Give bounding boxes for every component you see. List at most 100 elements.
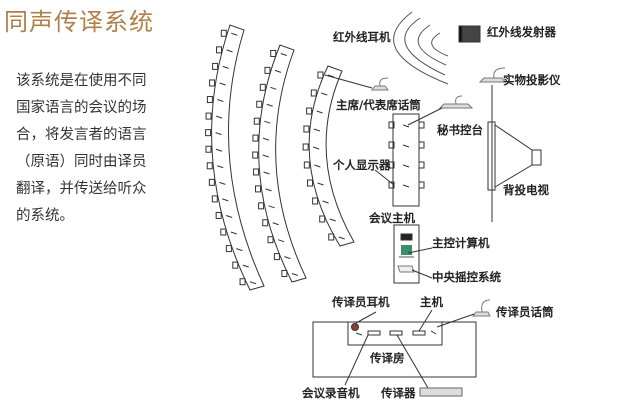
headphone-seat-icon <box>225 245 232 253</box>
page-title: 同声传译系统 <box>4 8 154 36</box>
headphone-seat-icon <box>312 197 319 205</box>
headphone-seat-icon <box>273 253 280 261</box>
label-central-control: 中央摇控系统 <box>432 270 501 284</box>
personal-display-icon <box>222 65 229 69</box>
rear-tv-screen <box>487 121 496 191</box>
headphone-seat-icon <box>205 112 212 120</box>
personal-display-icon <box>402 124 410 128</box>
personal-display-icon <box>231 32 238 36</box>
personal-display-icon <box>402 144 410 148</box>
personal-display-icon <box>322 200 329 204</box>
headphone-seat-icon <box>418 181 425 189</box>
personal-display-icon <box>264 120 271 124</box>
headphone-seat-icon <box>220 29 227 37</box>
headphone-seat-icon <box>303 125 310 133</box>
personal-display-icon <box>284 256 291 260</box>
personal-display-icon <box>219 82 226 86</box>
personal-display-icon <box>217 99 224 103</box>
personal-display-icon <box>402 184 410 188</box>
personal-display-icon <box>236 248 243 252</box>
headphone-seat-icon <box>232 261 239 269</box>
description-text: 该系统是在使用不同国家语言的会议的场合，将发言者的语言（原语）同时由译员翻译，并… <box>16 73 147 224</box>
headphone-seat-icon <box>418 121 425 129</box>
headphone-seat-icon <box>205 145 212 153</box>
interpreter-headphone-icon <box>351 323 359 331</box>
label-ir-headphones: 红外线耳机 <box>333 30 391 44</box>
personal-display-icon <box>329 218 336 222</box>
personal-display-icon <box>312 146 320 150</box>
chair-mic-icon <box>371 77 389 91</box>
headphone-seat-icon <box>310 89 317 97</box>
headphone-seat-icon <box>211 195 218 203</box>
headphone-seat-icon <box>388 121 395 129</box>
personal-display-icon <box>291 273 299 277</box>
personal-display-icon <box>277 239 285 243</box>
personal-display-icon <box>317 182 324 186</box>
personal-display-icon <box>266 103 273 107</box>
personal-display-icon <box>226 49 233 53</box>
label-main-pc: 主控计算机 <box>432 236 490 250</box>
headphone-seat-icon <box>267 236 274 244</box>
headphone-seat-icon <box>206 162 213 170</box>
personal-display-icon <box>222 198 229 202</box>
personal-display-icon <box>217 165 224 169</box>
label-host: 主机 <box>420 295 443 309</box>
personal-display-icon <box>402 164 410 168</box>
personal-display-icon <box>280 52 287 56</box>
headphone-seat-icon <box>264 66 271 74</box>
headphone-seat-icon <box>205 129 212 137</box>
label-personal-display: 个人显示器 <box>333 158 391 172</box>
headphone-seat-icon <box>255 185 262 193</box>
interpreter-mic-icon <box>472 299 491 317</box>
label-visualizer: 实物投影仪 <box>503 73 561 87</box>
seating-row-strip <box>308 65 355 247</box>
personal-display-icon <box>230 231 237 235</box>
personal-display-icon <box>327 74 335 78</box>
headphone-seat-icon <box>259 83 266 91</box>
personal-display-icon <box>265 188 272 192</box>
headphone-seat-icon <box>252 134 259 142</box>
label-rear-tv: 背投电视 <box>503 183 549 197</box>
headphone-seat-icon <box>253 117 260 125</box>
headphone-seat-icon <box>220 228 227 236</box>
ir-waves-icon <box>393 11 449 85</box>
label-secretary: 秘书控台 <box>437 123 483 137</box>
headphone-seat-icon <box>317 71 324 79</box>
headphone-seat-icon <box>212 62 219 70</box>
headphone-seat-icon <box>302 143 309 151</box>
headphone-seat-icon <box>239 278 246 286</box>
seating-row-strip <box>258 44 307 283</box>
personal-display-icon <box>249 281 257 285</box>
headphone-seat-icon <box>208 178 215 186</box>
headphone-seat-icon <box>262 219 269 227</box>
personal-display-icon <box>263 171 270 175</box>
label-interpreter-mic: 传译员话筒 <box>496 305 554 319</box>
personal-display-icon <box>215 148 223 152</box>
personal-display-icon <box>262 154 269 158</box>
personal-display-icon <box>316 110 323 114</box>
headphone-seat-icon <box>418 161 425 169</box>
personal-display-icon <box>272 222 279 226</box>
headphone-seat-icon <box>206 96 213 104</box>
label-booth: 传译房 <box>370 351 405 365</box>
personal-display-icon <box>242 264 249 268</box>
conference-host <box>393 224 420 284</box>
headphone-seat-icon <box>209 79 216 87</box>
headphone-seat-icon <box>258 202 265 210</box>
headphone-seat-icon <box>388 161 395 169</box>
secretary-mic-icon <box>438 95 474 109</box>
label-interpreter-headphones: 传译员耳机 <box>332 295 390 309</box>
headphone-seat-icon <box>256 100 263 108</box>
headphone-seat-icon <box>307 179 314 187</box>
headphone-seat-icon <box>215 211 222 219</box>
personal-display-icon <box>274 69 282 73</box>
personal-display-icon <box>262 137 270 141</box>
headphone-seat-icon <box>216 46 223 54</box>
personal-display-icon <box>314 164 321 168</box>
personal-display-icon <box>219 181 226 185</box>
personal-display-icon <box>313 128 321 132</box>
label-ir-emitter: 红外线发射器 <box>487 25 556 39</box>
personal-display-icon <box>270 86 277 90</box>
personal-display-icon <box>215 132 222 136</box>
